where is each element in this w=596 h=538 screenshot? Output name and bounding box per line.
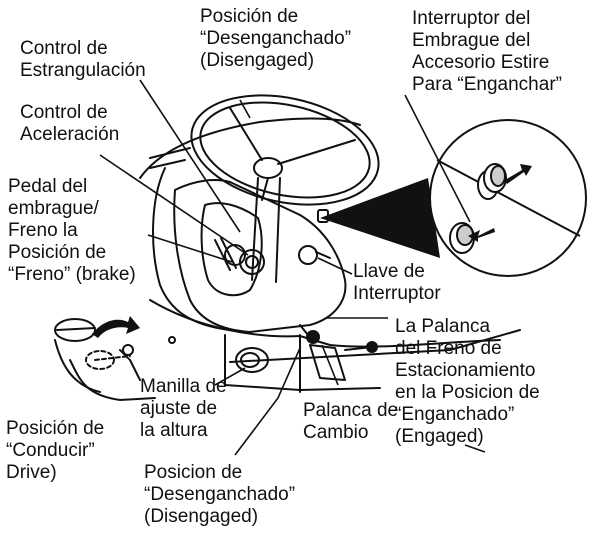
deck-outline [149,299,501,348]
steering-wheel-hub [253,157,283,179]
steering-wheel-rim [190,94,380,206]
rivet [168,336,176,344]
label-pto-switch: Interruptor del Embrague del Accesorio E… [412,8,562,95]
steering-wheel-rim-inner [199,101,371,199]
height-adjust-handle [235,347,269,373]
dash-vent-2 [149,159,186,169]
frame-floor [229,329,521,363]
parking-brake-knob [366,341,378,353]
pedal-dashed [94,355,131,361]
label-choke-control: Control de Estrangulación [20,38,146,81]
choke-slot [214,237,237,271]
pedal-arm-2 [54,339,101,393]
pedal-pivot [122,344,134,356]
label-disengaged-top: Posición de “Desenganchado” (Disengaged) [200,6,352,71]
steering-spoke-2 [277,139,356,165]
ignition-key-blade [315,251,331,259]
leader-height [214,367,246,386]
frame-rail [224,334,381,393]
pedal-arrow [92,316,140,338]
label-drive-position: Posición de “Conducir” Drive) [6,418,105,483]
inset-diagonal [436,159,581,237]
pto-arrow-in [468,228,495,242]
leader-pedal [147,234,233,263]
inset-wedge [320,178,440,258]
pto-knob-pushed [449,222,475,254]
label-parking-brake: La Palanca del Freno de Estacionamiento … [395,316,540,447]
label-disengaged-bottom: Posicion de “Desenganchado” (Disengaged) [144,462,296,527]
steering-column [251,177,281,283]
label-clutch-brake-pedal: Pedal del embrague/ Freno la Posición de… [8,176,136,285]
hood-outline [139,117,361,179]
steering-spoke-3 [261,177,269,201]
label-ignition-key: Llave de Interruptor [353,261,441,304]
leader-pto [404,94,471,223]
shift-lever-knob [306,330,320,344]
leader-throttle [99,154,249,256]
leader-ignition [317,257,353,275]
leader-choke [139,79,241,233]
leader-shift [321,344,339,386]
pto-arrow-out [505,164,532,184]
label-throttle-control: Control de Aceleración [20,102,120,145]
label-height-adjust: Manilla de ajuste de la altura [140,376,227,441]
pedal-pad-shade [56,327,96,331]
ignition-key-body [298,245,318,265]
leader-disengaged-top [239,99,251,119]
dash-panel [200,202,263,297]
dash-vent-1 [149,147,191,159]
pedal-pad [54,318,96,342]
steering-spoke-1 [229,107,263,161]
shift-lever-slot [309,344,346,381]
label-shift-lever: Palanca de Cambio [303,400,399,443]
leader-disengaged-bottom [234,347,301,456]
throttle-knob-inner [245,255,259,269]
dash-body [173,179,347,333]
pto-knob-pulled [477,163,507,200]
pedal-ghost-pad [85,350,115,370]
throttle-knob [239,249,265,275]
height-adjust-handle-inner [240,352,260,368]
leader-cambio-tail [464,444,486,453]
